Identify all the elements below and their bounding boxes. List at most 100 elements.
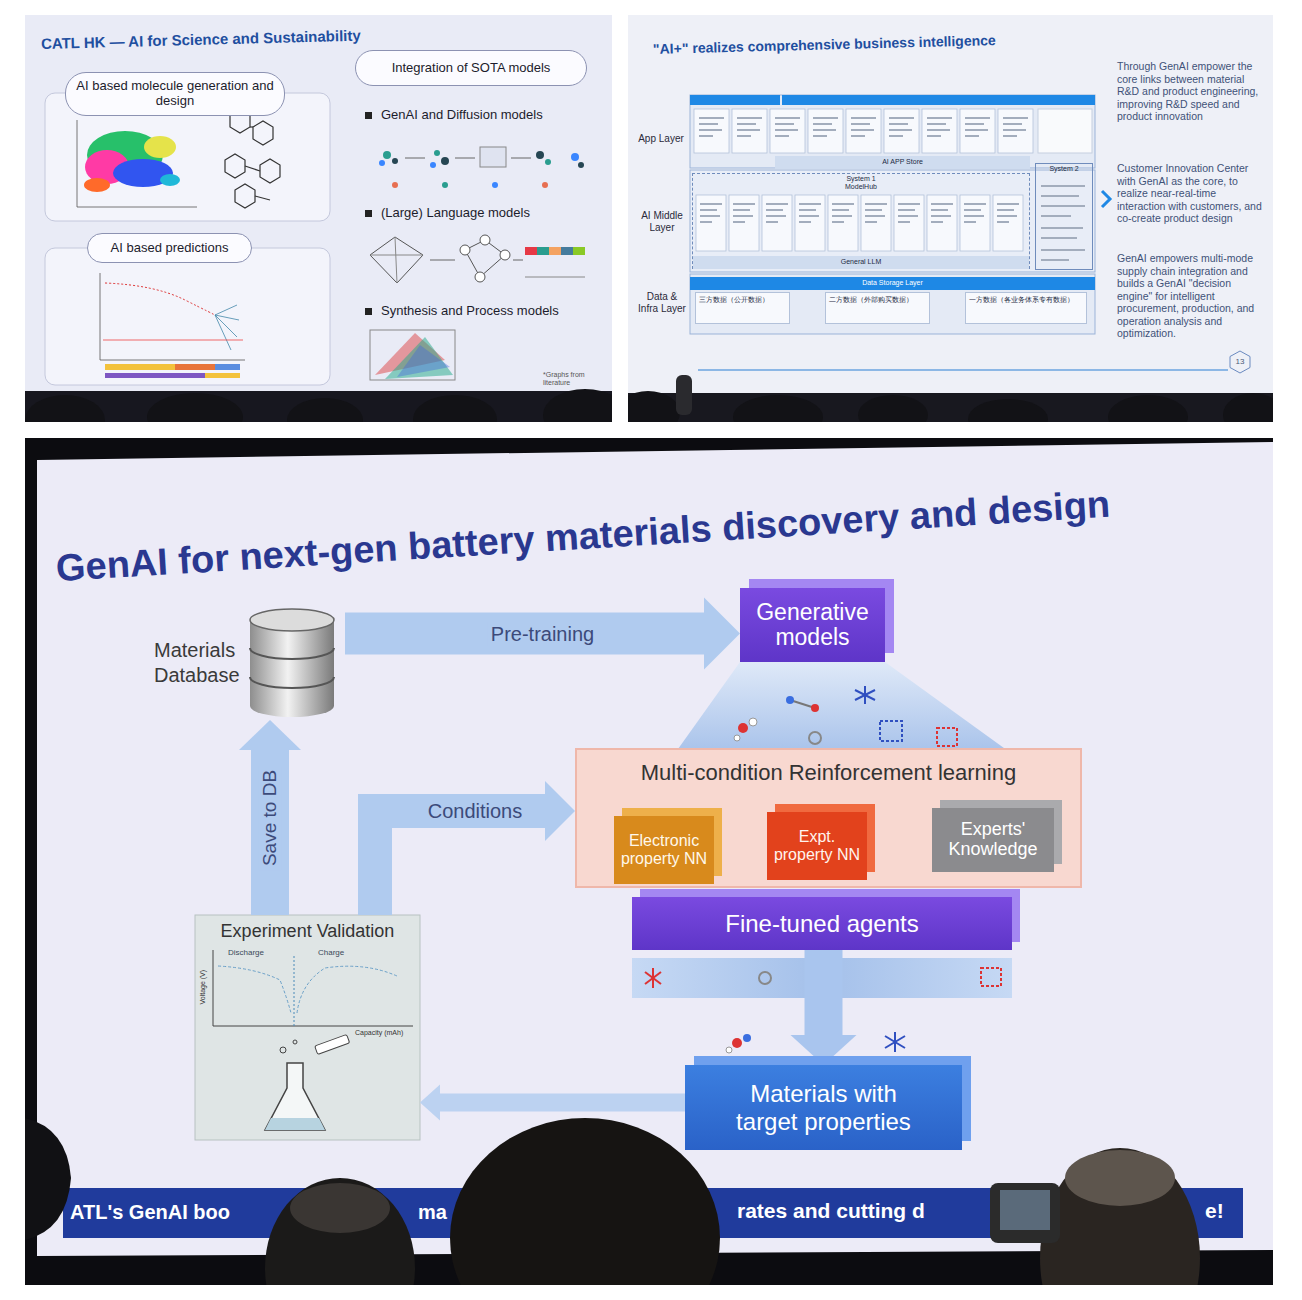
axis-label: Discharge <box>228 948 288 958</box>
diffusion-drawing-part <box>542 182 548 188</box>
diffusion-drawing <box>379 147 584 188</box>
banner-text: ATL's GenAI boo <box>70 1200 265 1224</box>
molecule-drawing-part <box>255 196 270 200</box>
node-text: General LLM <box>841 258 881 266</box>
database-cylinder-part <box>250 609 334 631</box>
diffusion-drawing-part <box>511 158 531 159</box>
pill-label: AI based predictions <box>87 233 252 263</box>
generation-funnel-part <box>855 686 875 704</box>
model-block: Generative models <box>740 588 885 662</box>
description-text: GenAI empowers multi-mode supply chain i… <box>1117 252 1267 340</box>
bullet-square-part <box>365 210 372 217</box>
language-model-drawing-part <box>549 247 561 255</box>
audience-heads-part <box>147 393 243 422</box>
generation-funnel-part <box>734 735 740 741</box>
experiment-panel-part <box>265 1063 325 1130</box>
agent-output-bar-part <box>759 972 771 984</box>
node-text: Integration of SOTA models <box>392 61 551 76</box>
experiment-panel-part <box>195 915 420 1140</box>
app-layer-band-part <box>690 95 780 105</box>
agent-output-bar-part <box>981 968 1001 986</box>
app-layer-band-part <box>960 109 995 153</box>
layer-label: Data & Infra Layer <box>636 291 688 315</box>
diffusion-drawing-part <box>480 147 506 167</box>
diffusion-drawing-part <box>442 182 448 188</box>
audience-heads-part <box>990 1183 1060 1243</box>
middle-layer-band-part-part <box>1041 185 1085 187</box>
node-text: 一方数据（各业务体系专有数据） <box>969 296 1074 304</box>
middle-layer-band-part <box>993 195 1023 251</box>
audience-heads-part <box>968 399 1048 422</box>
language-model-drawing-part-part <box>500 250 510 260</box>
diffusion-drawing-part <box>434 150 440 156</box>
generation-funnel-part <box>673 662 1015 756</box>
generation-funnel-part <box>786 696 794 704</box>
app-layer-band-part <box>770 109 805 153</box>
prediction-chart-part-part <box>215 315 239 320</box>
language-model-drawing-part <box>395 237 397 283</box>
prediction-chart-part-part <box>215 305 237 315</box>
property-block: Electronic property NN <box>614 816 714 884</box>
node-text: 三方数据（公开数据） <box>699 296 769 304</box>
data-layer-band <box>690 274 1095 334</box>
node-text: Fine-tuned agents <box>725 910 918 938</box>
prediction-chart <box>100 273 245 378</box>
diffusion-drawing-part <box>405 158 425 159</box>
middle-layer-band-part <box>795 195 825 251</box>
diffusion-drawing-part <box>492 182 498 188</box>
system-box: System 1ModelHubGeneral LLM <box>692 173 1030 269</box>
rl-panel: Multi-condition Reinforcement learningEl… <box>575 748 1082 888</box>
language-model-drawing-part <box>573 247 585 255</box>
middle-layer-band-part <box>828 195 858 251</box>
scatter-plot-part <box>84 178 110 192</box>
generation-funnel-part <box>880 721 902 741</box>
generation-funnel-part <box>809 732 821 744</box>
flow-arrow <box>345 598 740 670</box>
middle-layer-band-part-part <box>1041 259 1069 261</box>
language-model-drawing-part <box>537 247 549 255</box>
synthesis-drawing-part <box>397 345 450 377</box>
prediction-chart-part <box>175 364 215 370</box>
flow-line <box>805 950 843 1036</box>
language-model-drawing-part <box>430 260 455 261</box>
experiment-panel-part <box>265 1118 325 1130</box>
generation-funnel-part-part <box>855 690 875 700</box>
llm-bar: General LLM <box>693 256 1029 269</box>
flow-line <box>439 1094 685 1112</box>
layer-label: App Layer <box>638 133 684 145</box>
app-layer-band-part <box>690 95 1095 168</box>
molecule-drawing-part <box>250 126 253 127</box>
prediction-chart-part <box>105 364 175 370</box>
axis-label: Charge <box>318 948 368 958</box>
flow-line <box>375 811 546 915</box>
middle-layer-band-part-part <box>1041 227 1083 229</box>
experiment-panel-part <box>280 1047 286 1053</box>
bullet-label: GenAI and Diffusion models <box>381 107 606 123</box>
knowledge-block: Experts' Knowledge <box>932 808 1054 872</box>
axis-label: Capacity (mAh) <box>355 1029 417 1037</box>
data-box: 一方数据（各业务体系专有数据） <box>965 292 1087 324</box>
flow-arrow <box>375 781 575 915</box>
scatter-plot-part <box>144 136 176 158</box>
app-layer-band-part <box>782 95 1095 105</box>
result-block: Materials with target properties <box>685 1065 962 1150</box>
node-text: ModelHub <box>845 183 877 191</box>
synthesis-drawing-part <box>370 330 455 380</box>
slide-panel: "AI+" realizes comprehensive business in… <box>628 15 1273 422</box>
node-text: Generative models <box>744 600 881 651</box>
molecule-drawing-part <box>235 184 255 208</box>
node-text: Materials Database <box>154 638 254 688</box>
generation-funnel-part <box>937 728 957 746</box>
prediction-chart-part <box>103 340 243 341</box>
storage-bar: Data Storage Layer <box>690 277 1095 290</box>
node-text: Experts' Knowledge <box>935 820 1051 860</box>
app-layer-band-part <box>998 109 1033 153</box>
experiment-panel-part <box>294 956 295 1026</box>
footnote: *Graphs from literature <box>543 371 609 388</box>
node-text: Data Storage Layer <box>862 279 923 287</box>
language-model-drawing-part <box>370 255 423 256</box>
audience-heads-part <box>628 391 680 422</box>
language-model-drawing-part <box>513 260 523 261</box>
middle-layer-band-part <box>861 195 891 251</box>
diffusion-drawing-part <box>379 160 385 166</box>
